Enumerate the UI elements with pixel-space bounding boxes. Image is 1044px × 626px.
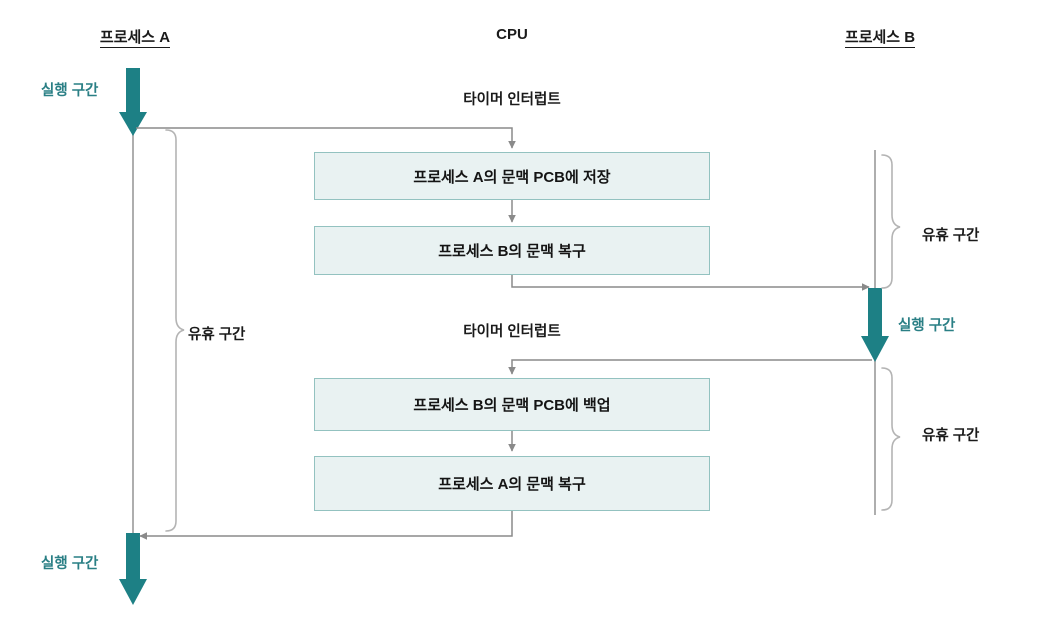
label-run-b: 실행 구간 <box>898 318 956 334</box>
column-header-process-a: 프로세스 A <box>60 26 210 48</box>
label-idle-b-bottom: 유휴 구간 <box>922 428 980 444</box>
bracket-idle-a <box>165 129 185 532</box>
label-idle-a: 유휴 구간 <box>188 327 246 343</box>
bracket-idle-b-bottom <box>881 367 901 511</box>
run-arrow-a-bottom <box>119 533 147 605</box>
header-cpu-text: CPU <box>496 26 528 43</box>
connector-box4-to-a <box>139 509 513 540</box>
process-box-save-a: 프로세스 A의 문맥 PCB에 저장 <box>314 152 710 200</box>
header-process-b-text: 프로세스 B <box>844 29 916 48</box>
connector-box2-to-b <box>511 273 870 291</box>
label-run-a-bottom: 실행 구간 <box>41 556 99 572</box>
label-timer-interrupt-1: 타이머 인터럽트 <box>463 92 561 108</box>
connector-a-to-box1 <box>136 127 516 149</box>
process-box-restore-a: 프로세스 A의 문맥 복구 <box>314 456 710 511</box>
label-run-a-top: 실행 구간 <box>41 83 99 99</box>
bracket-idle-b-top <box>881 154 901 289</box>
run-arrow-a-top <box>119 68 147 136</box>
column-header-cpu: CPU <box>437 26 587 43</box>
process-box-backup-b-text: 프로세스 B의 문맥 PCB에 백업 <box>413 397 611 414</box>
run-arrow-b <box>861 288 889 362</box>
label-idle-b-top: 유휴 구간 <box>922 228 980 244</box>
process-box-restore-b-text: 프로세스 B의 문맥 복구 <box>438 243 586 260</box>
process-box-restore-b: 프로세스 B의 문맥 복구 <box>314 226 710 275</box>
header-process-a-text: 프로세스 A <box>99 29 171 48</box>
connector-b-to-box3 <box>508 359 872 375</box>
process-box-save-a-text: 프로세스 A의 문맥 PCB에 저장 <box>413 168 611 186</box>
process-box-restore-a-text: 프로세스 A의 문맥 복구 <box>438 476 586 493</box>
label-timer-interrupt-2: 타이머 인터럽트 <box>463 324 561 340</box>
process-box-backup-b: 프로세스 B의 문맥 PCB에 백업 <box>314 378 710 431</box>
column-header-process-b: 프로세스 B <box>805 26 955 48</box>
